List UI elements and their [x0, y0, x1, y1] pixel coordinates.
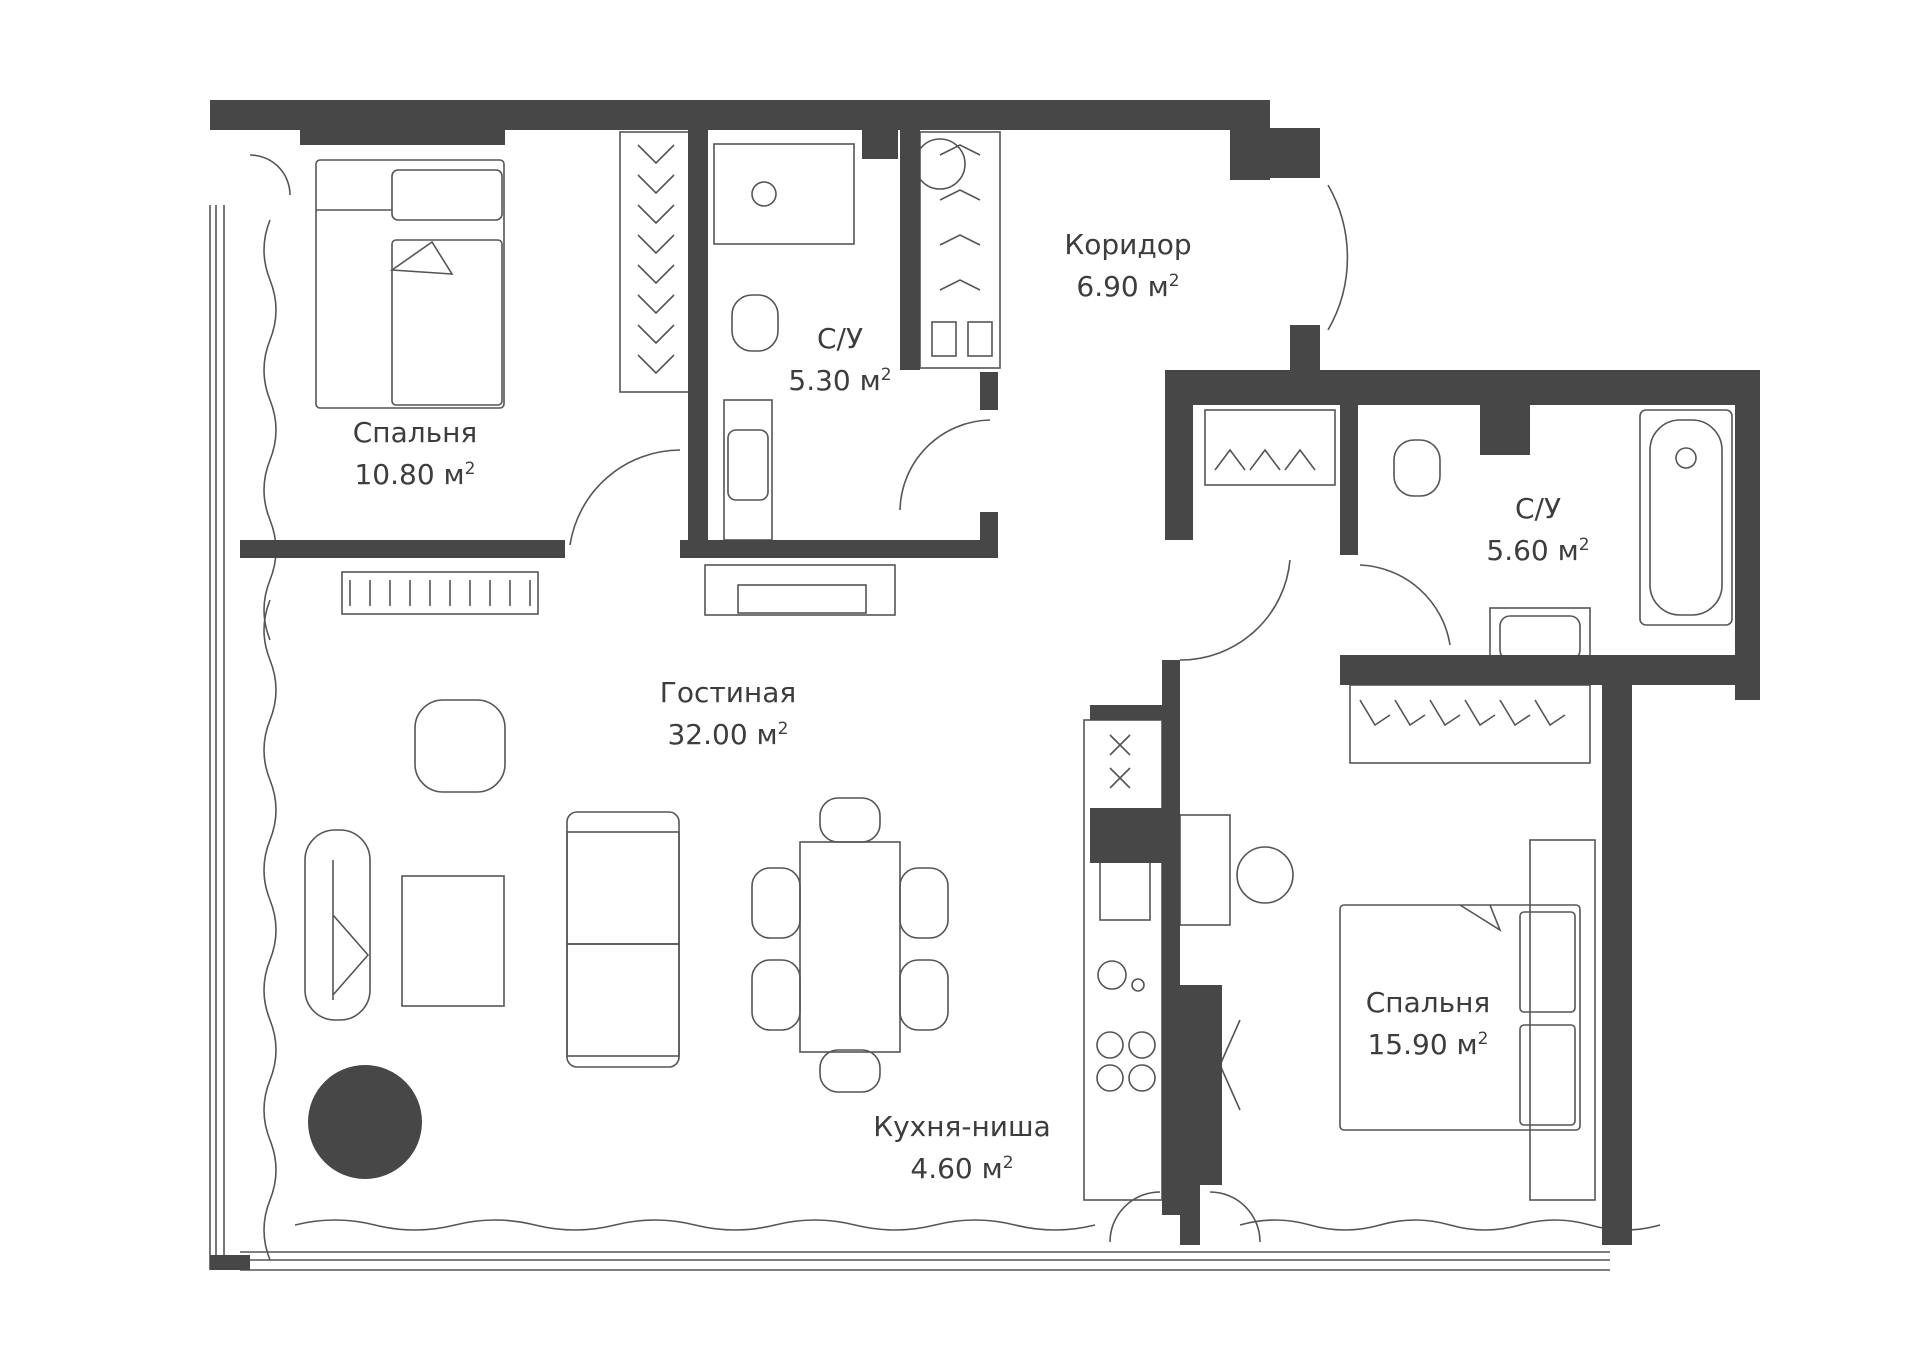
living-furniture: [304, 564, 949, 1093]
room-area: 15.90 м2: [1367, 1028, 1489, 1061]
room-name: Коридор: [1064, 228, 1192, 261]
room-label-kitchen: Кухня-ниша 4.60 м2: [873, 1106, 1051, 1190]
bathroom-1-fixtures: [713, 138, 966, 541]
room-label-bathroom-2: С/У 5.60 м2: [1486, 488, 1589, 572]
bed-single: [315, 159, 505, 409]
room-label-living-room: Гостиная 32.00 м2: [660, 672, 796, 756]
room-label-corridor: Коридор 6.90 м2: [1064, 224, 1191, 308]
room-area: 4.60 м2: [910, 1152, 1014, 1185]
doors: [249, 154, 1451, 1243]
wardrobe-corridor: [919, 131, 1001, 369]
walls: [210, 100, 1760, 1270]
room-area: 32.00 м2: [667, 718, 789, 751]
room-area: 10.80 м2: [354, 458, 476, 491]
room-area: 5.60 м2: [1486, 534, 1590, 567]
room-name: Кухня-ниша: [873, 1110, 1051, 1143]
wardrobe-1: [619, 131, 693, 393]
room-label-bedroom-large: Спальня 15.90 м2: [1366, 982, 1491, 1066]
window-left: [209, 205, 277, 1270]
room-label-bedroom-small: Спальня 10.80 м2: [353, 412, 478, 496]
kitchen-counter: [1083, 719, 1163, 1201]
bathroom-2-fixtures: [1204, 409, 1733, 669]
room-name: Спальня: [352, 416, 478, 449]
window-bottom: [240, 1219, 1661, 1271]
room-label-bathroom-1: С/У 5.30 м2: [788, 318, 891, 402]
bed-double: [1179, 814, 1596, 1201]
wardrobe-2: [1349, 684, 1591, 764]
room-area: 5.30 м2: [788, 364, 892, 397]
room-name: Спальня: [1365, 986, 1491, 1019]
rug-circle: [308, 1065, 422, 1179]
room-area: 6.90 м2: [1076, 270, 1180, 303]
room-name: Гостиная: [659, 676, 797, 709]
room-name: С/У: [816, 322, 864, 355]
room-name: С/У: [1514, 492, 1562, 525]
